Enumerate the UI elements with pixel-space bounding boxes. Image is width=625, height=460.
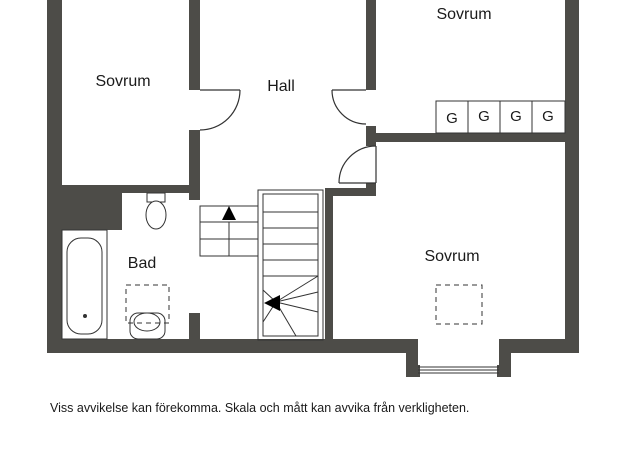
walls xyxy=(47,0,579,377)
toilet xyxy=(145,192,167,230)
wardrobe-4 xyxy=(531,100,566,134)
room-label-bedroom-top-left: Sovrum xyxy=(95,73,150,90)
bay-wall-bottom-left xyxy=(406,365,420,377)
wardrobe-2 xyxy=(467,100,501,134)
stair-arrows xyxy=(222,206,280,311)
disclaimer-text: Viss avvikelse kan förekomma. Skala och … xyxy=(50,401,470,415)
wardrobes xyxy=(435,100,566,134)
outer-wall-bottom-right xyxy=(499,339,579,353)
wall-bath-right xyxy=(189,190,200,200)
room-label-bathroom: Bad xyxy=(128,255,156,272)
wall-bedroom-br-left xyxy=(325,188,333,343)
wardrobe-label-4: G xyxy=(542,108,554,125)
door-bedroom-left xyxy=(199,89,241,131)
wardrobe-label-2: G xyxy=(478,108,490,125)
wall-bedroom-left-right xyxy=(189,0,200,90)
bay-wall-bottom-right xyxy=(497,365,511,377)
bathtub xyxy=(61,229,108,340)
outer-wall-left xyxy=(47,0,62,353)
wall-bath-right-lower xyxy=(189,313,200,343)
wall-bedroom-top-right-bottom xyxy=(366,133,579,142)
doors xyxy=(199,89,377,184)
door-bedroom-top-right xyxy=(331,89,367,125)
wardrobe-label-1: G xyxy=(446,110,458,127)
wall-bedroom-left-bottom xyxy=(47,185,200,193)
staircase xyxy=(199,189,324,341)
ceiling-lamp-bath xyxy=(125,284,170,324)
arrow-up-icon xyxy=(222,206,236,220)
wall-bedroom-br-top xyxy=(325,188,376,196)
sink xyxy=(129,312,166,340)
outer-wall-right xyxy=(565,0,579,353)
wall-hall-right xyxy=(366,0,376,90)
wardrobe-1 xyxy=(435,100,469,134)
wardrobe-label-3: G xyxy=(510,108,522,125)
stair-flight-main xyxy=(257,189,324,341)
room-label-hall: Hall xyxy=(267,78,295,95)
bay-window xyxy=(418,366,499,374)
wall-bedroom-left-right-lower xyxy=(189,130,200,190)
wall-block-bath xyxy=(47,185,122,230)
arrow-left-icon xyxy=(264,295,280,311)
room-label-bedroom-top-right: Sovrum xyxy=(436,6,491,23)
outer-wall-bottom-left xyxy=(47,339,418,353)
ceiling-lamp-bedroom xyxy=(435,284,483,325)
wardrobe-labels: G G G G xyxy=(446,108,554,127)
room-label-bedroom-bottom-right: Sovrum xyxy=(424,248,479,265)
wardrobe-3 xyxy=(499,100,533,134)
door-bedroom-bottom-right xyxy=(338,145,377,184)
